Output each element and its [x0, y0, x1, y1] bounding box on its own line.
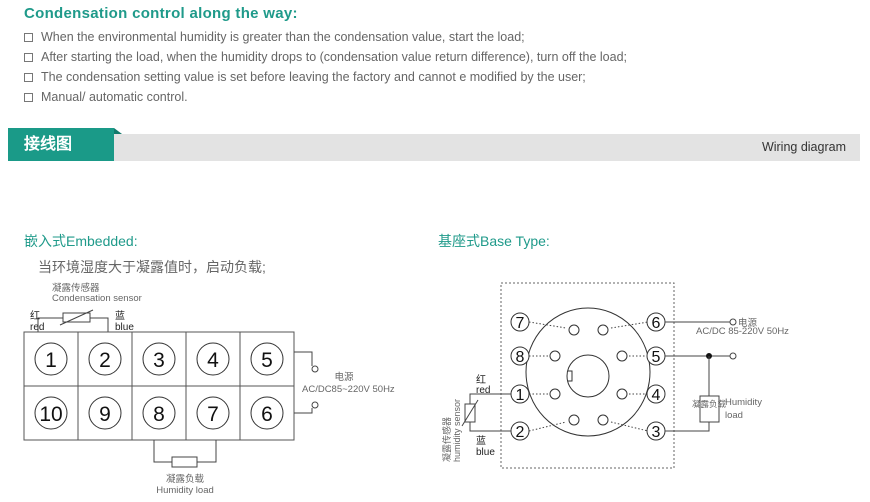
base-sensor-wire-blue — [469, 422, 511, 432]
pin-1: 1 — [516, 387, 525, 404]
base-load-label-en-2: load — [725, 410, 743, 421]
base-load-label-cn-1: 凝露负载 — [692, 399, 727, 409]
pin-7: 7 — [516, 315, 525, 332]
sensor-label-cn: 凝露传感器 — [52, 282, 100, 294]
base-sensor-wire-red — [469, 393, 511, 404]
red-label-cn: 红 — [30, 309, 40, 322]
list-item: After starting the load, when the humidi… — [24, 47, 627, 67]
terminal-2: 2 — [99, 349, 111, 372]
list-item: The condensation setting value is set be… — [24, 67, 627, 87]
section-right-label: Wiring diagram — [761, 140, 846, 154]
pin-3: 3 — [652, 424, 661, 441]
terminal-7: 7 — [207, 403, 219, 426]
base-load-label-en-1: Humidity — [725, 397, 762, 408]
pin-4: 4 — [652, 387, 661, 404]
base-title: 基座式Base Type: — [438, 233, 550, 249]
load-wire-left — [153, 440, 172, 463]
blue-label-cn: 蓝 — [115, 310, 125, 322]
power-label-en: AC/DC85~220V 50Hz — [302, 384, 395, 395]
pin-8: 8 — [516, 349, 525, 366]
square-bullet-icon — [24, 32, 33, 42]
base-power-label-en: AC/DC 85-220V 50Hz — [696, 326, 789, 337]
power-terminal-5 — [729, 352, 737, 360]
square-bullet-icon — [24, 92, 33, 102]
base-blue-label-cn: 蓝 — [476, 435, 486, 447]
power-label-cn: 电源 — [334, 371, 354, 383]
base-red-label-cn: 红 — [476, 373, 486, 386]
base-sensor-variable-mark — [461, 399, 479, 427]
sensor-wire-blue — [90, 317, 109, 332]
base-sensor-vertical-label: 凝露传感器 humidity sensor — [441, 399, 462, 462]
square-bullet-icon — [24, 52, 33, 62]
load-wire-right — [197, 440, 217, 463]
load-wire-bottom — [665, 422, 710, 432]
red-label-en: red — [30, 322, 44, 333]
terminal-8: 8 — [153, 403, 165, 426]
tab-corner — [114, 128, 122, 134]
terminal-6: 6 — [261, 403, 273, 426]
power-terminal-top — [311, 365, 319, 373]
power-terminal-bottom — [311, 401, 319, 409]
base-sensor-label-en: humidity sensor — [452, 399, 462, 462]
terminal-5: 5 — [261, 349, 273, 372]
list-item: Manual/ automatic control. — [24, 87, 627, 107]
humidity-load — [171, 456, 198, 468]
base-pins: 7 8 1 2 6 5 4 3 — [510, 312, 666, 441]
section-tab: 接线图 — [8, 128, 114, 161]
base-sensor-label-cn: 凝露传感器 — [441, 417, 452, 462]
base-blue-label-en: blue — [476, 447, 495, 458]
sensor-variable-mark — [59, 309, 94, 326]
base-key — [568, 370, 573, 382]
page-title: Condensation control along the way: — [24, 5, 298, 22]
embedded-description: 当环境湿度大于凝露值时，启动负载; — [38, 259, 266, 275]
base-socket — [525, 307, 651, 437]
blue-label-en: blue — [115, 322, 134, 333]
sensor-label-en: Condensation sensor — [52, 293, 142, 304]
terminal-4: 4 — [207, 349, 219, 372]
base-outline — [500, 282, 675, 469]
terminal-10: 10 — [39, 403, 62, 426]
terminal-row-bottom: 10 9 8 7 6 — [34, 396, 284, 430]
pin-leads — [528, 321, 649, 432]
load-label-en: Humidity load — [156, 485, 214, 496]
base-diagram: 7 8 1 2 6 5 4 3 电源 AC/DC 85-220V 50Hz 凝露… — [441, 282, 789, 469]
section-bar — [8, 134, 860, 161]
terminal-1: 1 — [45, 349, 57, 372]
embedded-diagram: 凝露传感器 Condensation sensor 红 red 蓝 blue 1… — [23, 282, 395, 496]
contact-holes — [549, 324, 628, 426]
terminal-row-top: 1 2 3 4 5 — [34, 342, 284, 376]
terminal-9: 9 — [99, 403, 111, 426]
power-terminal-6 — [729, 318, 737, 326]
pin-6: 6 — [652, 315, 661, 332]
embedded-title: 嵌入式Embedded: — [24, 233, 138, 249]
square-bullet-icon — [24, 72, 33, 82]
feature-list: When the environmental humidity is great… — [24, 27, 627, 107]
load-label-cn: 凝露负载 — [166, 473, 205, 485]
pin-2: 2 — [516, 424, 525, 441]
list-item: When the environmental humidity is great… — [24, 27, 627, 47]
base-center-hole — [566, 354, 610, 398]
power-wire-top — [294, 351, 313, 366]
base-red-label-en: red — [476, 385, 490, 396]
sensor-wire-red — [37, 317, 63, 332]
pin-5: 5 — [652, 349, 661, 366]
power-wire-bottom — [294, 408, 313, 414]
terminal-3: 3 — [153, 349, 165, 372]
base-power-label-cn: 电源 — [738, 317, 758, 329]
